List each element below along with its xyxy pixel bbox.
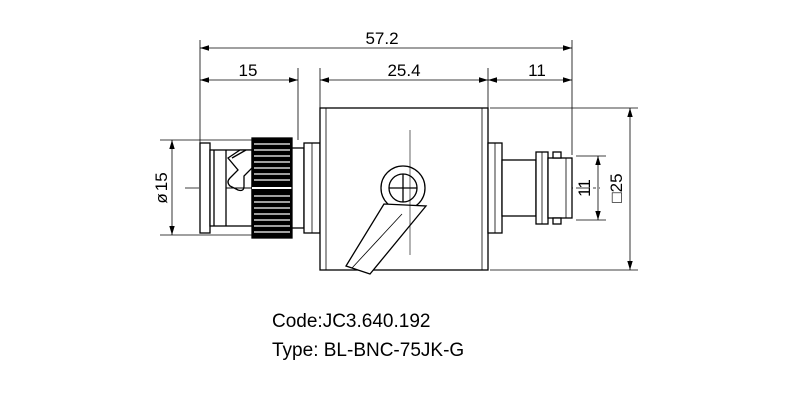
jack-base [501,159,537,217]
svg-text:□25: □25 [607,173,626,202]
dim-plug-diameter: 15 [152,172,171,191]
dim-body-length: 25.4 [387,61,420,80]
extension-lines [160,40,638,271]
bnc-jack [501,151,573,225]
type-value: BL-BNC-75JK-G [323,340,465,361]
dim-body-square-group: □25 [607,173,626,202]
dim-jack-length: 11 [528,61,546,80]
plug-neck [291,147,305,229]
dimension-lines [169,45,633,270]
bayonet-slot [227,149,253,192]
jack-pin-bottom [552,217,562,225]
code-label: Code: [272,311,323,332]
protector-body [303,107,503,275]
dim-overall-length: 57.2 [365,29,398,48]
dim-jack-height-group: 11 [575,179,594,197]
bnc-plug [199,137,305,239]
diameter-symbol: ø [152,193,171,203]
square-symbol: □ [607,192,626,202]
dim-jack-height: 11 [575,179,594,197]
code-value: JC3.640.192 [322,311,431,332]
ground-screw [380,165,426,211]
dim-plug-diameter-group: ø 15 [152,172,171,203]
knurled-nut [251,137,293,239]
type-caption: Type: BL-BNC-75JK-G [272,340,464,362]
svg-text:ø15: ø 15 [152,172,171,203]
ground-lug [345,203,428,275]
dim-plug-length: 15 [239,61,258,80]
type-label: Type: [272,340,324,361]
jack-pin-top [552,151,562,159]
dim-body-square: 25 [607,173,626,192]
jack-barrel [547,157,573,219]
code-caption: Code:JC3.640.192 [272,311,430,333]
plug-front-flange [199,142,211,234]
